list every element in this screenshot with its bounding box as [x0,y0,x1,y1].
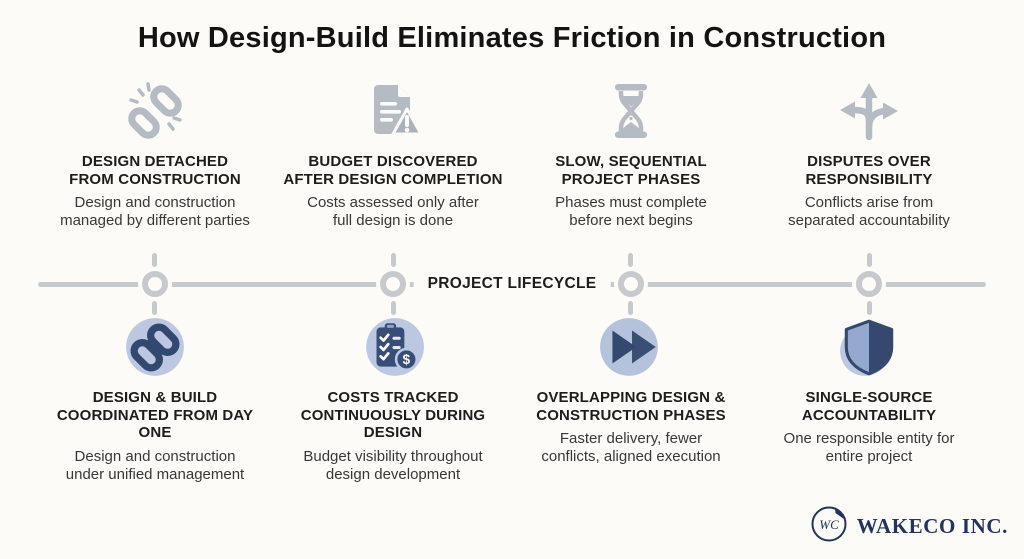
problem-heading: BUDGET DISCOVERED AFTER DESIGN COMPLETIO… [283,153,503,188]
linked-chain-icon [40,312,270,382]
fast-forward-icon [516,312,746,382]
solution-heading: SINGLE-SOURCE ACCOUNTABILITY [801,389,937,424]
document-warning-icon [278,76,508,146]
problem-card-disputes: DISPUTES OVER RESPONSIBILITY Conflicts a… [750,76,988,230]
company-logo: WC WAKECO INC. [809,504,1008,549]
problem-heading: DESIGN DETACHED FROM CONSTRUCTION [69,153,241,188]
problem-body: Costs assessed only after full design is… [307,194,479,230]
solution-body: One responsible entity for entire projec… [783,430,955,466]
hourglass-icon [516,76,746,146]
solutions-row: DESIGN & BUILD COORDINATED FROM DAY ONE … [0,312,1024,484]
solution-body: Budget visibility throughout design deve… [303,448,483,484]
problem-body: Phases must complete before next begins [555,194,707,230]
solution-heading: OVERLAPPING DESIGN & CONSTRUCTION PHASES [536,389,726,424]
solution-body: Design and construction under unified ma… [65,448,245,484]
shield-icon [754,312,984,382]
problem-card-budget-discovered: BUDGET DISCOVERED AFTER DESIGN COMPLETIO… [274,76,512,230]
logo-monogram-icon: WC [809,504,849,549]
problem-body: Design and construction managed by diffe… [60,194,250,230]
solution-card-coordinated: DESIGN & BUILD COORDINATED FROM DAY ONE … [36,312,274,484]
svg-text:$: $ [403,352,411,367]
svg-text:WC: WC [819,517,839,532]
page-title: How Design-Build Eliminates Friction in … [137,22,887,54]
timeline-label: PROJECT LIFECYCLE [413,273,611,295]
solution-card-costs-tracked: $ COSTS TRACKED CONTINUOUSLY DURING DESI… [274,312,512,484]
solution-heading: COSTS TRACKED CONTINUOUSLY DURING DESIGN [300,389,486,442]
problem-heading: DISPUTES OVER RESPONSIBILITY [805,153,933,188]
problem-heading: SLOW, SEQUENTIAL PROJECT PHASES [555,153,707,188]
company-name: WAKECO INC. [856,514,1008,538]
solution-heading: DESIGN & BUILD COORDINATED FROM DAY ONE [56,389,254,442]
clipboard-dollar-icon: $ [278,312,508,382]
broken-chain-icon [40,76,270,146]
problem-card-slow-phases: SLOW, SEQUENTIAL PROJECT PHASES Phases m… [512,76,750,230]
problem-body: Conflicts arise from separated accountab… [788,194,950,230]
solution-card-overlapping: OVERLAPPING DESIGN & CONSTRUCTION PHASES… [512,312,750,484]
branching-arrows-icon [754,76,984,146]
solution-body: Faster delivery, fewer conflicts, aligne… [541,430,721,466]
problem-card-design-detached: DESIGN DETACHED FROM CONSTRUCTION Design… [36,76,274,230]
solution-card-accountability: SINGLE-SOURCE ACCOUNTABILITY One respons… [750,312,988,484]
problems-row: DESIGN DETACHED FROM CONSTRUCTION Design… [0,76,1024,230]
